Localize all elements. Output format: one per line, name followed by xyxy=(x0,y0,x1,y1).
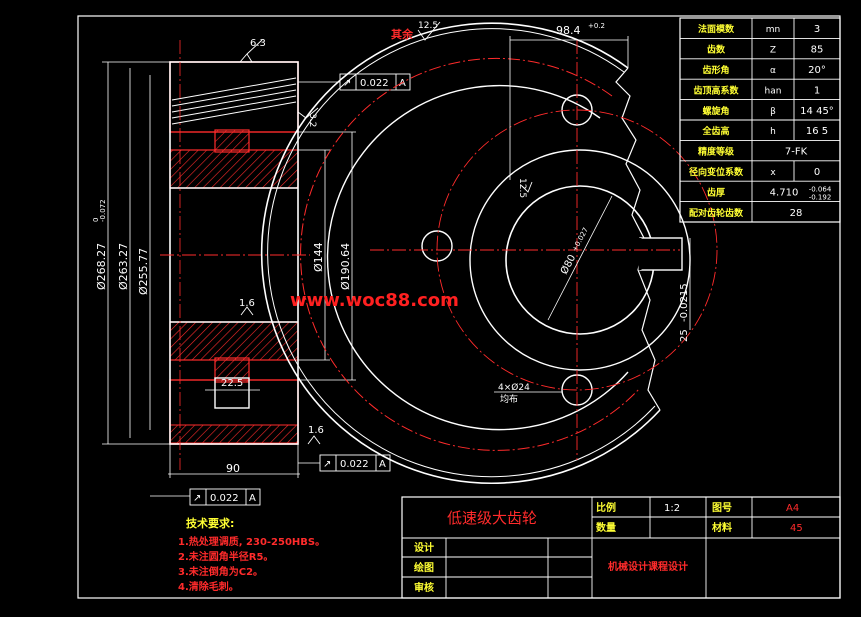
tol3-datum: A xyxy=(249,493,256,504)
param-symbol: β xyxy=(770,107,776,117)
material-value: 45 xyxy=(790,523,803,534)
param-name: 径向变位系数 xyxy=(689,166,744,178)
param-name: 精度等级 xyxy=(698,146,735,158)
param-value: 3 xyxy=(814,24,820,35)
tol1-value: 0.022 xyxy=(360,78,389,89)
roughness-bottom: 1.6 xyxy=(308,425,324,436)
param-symbol: x xyxy=(770,168,776,178)
dim-tip-tol-top: 0 xyxy=(92,218,100,222)
param-symbol: h xyxy=(770,127,776,137)
design-label: 设计 xyxy=(414,541,434,554)
scale-value: 1:2 xyxy=(664,503,680,514)
review-label: 审核 xyxy=(414,581,434,594)
param-name: 螺旋角 xyxy=(702,105,729,117)
dim-hub-diameter: Ø144 xyxy=(312,242,325,272)
param-value: 85 xyxy=(811,45,824,56)
tol3-value: 0.022 xyxy=(210,493,239,504)
param-value: 0 xyxy=(814,167,820,178)
dim-tip-diameter: Ø268.27 xyxy=(95,243,108,290)
tol2-symbol: ↗ xyxy=(323,459,331,470)
tech-req-item-4: 4.清除毛刺。 xyxy=(178,580,239,593)
tol3-symbol: ↗ xyxy=(193,493,201,504)
remainder-label: 其余 xyxy=(391,27,414,41)
param-name: 全齿高 xyxy=(701,125,729,137)
tolerance-frame-3: ↗ 0.022 A xyxy=(189,488,261,506)
roughness-top: 6.3 xyxy=(250,38,266,49)
tech-req-item-3: 3.未注倒角为C2。 xyxy=(178,565,263,578)
web-hatch-top xyxy=(169,149,299,189)
param-symbol: han xyxy=(765,86,782,96)
draw-label: 绘图 xyxy=(414,561,434,574)
param-value: 4.710 xyxy=(770,187,799,198)
tech-req-item-1: 1.热处理调质, 230-250HBS。 xyxy=(178,535,325,548)
quantity-label: 数量 xyxy=(596,521,616,534)
param-name: 齿形角 xyxy=(702,64,729,76)
part-name: 低速级大齿轮 xyxy=(447,509,537,527)
tol1-datum: A xyxy=(399,78,406,89)
param-name: 配对齿轮齿数 xyxy=(689,207,744,219)
param-symbol: α xyxy=(770,66,776,76)
param-name: 齿厚 xyxy=(707,186,725,198)
watermark: www.woc88.com xyxy=(290,290,459,311)
param-tol-bot: -0.192 xyxy=(809,193,832,201)
tech-requirements: 技术要求: 1.热处理调质, 230-250HBS。 2.未注圆角半径R5。 3… xyxy=(178,516,325,593)
dim-root-diameter: Ø255.77 xyxy=(137,248,150,295)
param-value: 20° xyxy=(808,65,826,76)
dim-keyway-width: 22.5 xyxy=(221,378,243,389)
drawing-no-value: A4 xyxy=(786,503,799,514)
dim-tip-tol-bot: -0.072 xyxy=(99,199,107,222)
material-label: 材料 xyxy=(712,521,732,534)
param-value: 28 xyxy=(790,208,803,219)
tol1-symbol: ↗ xyxy=(343,78,351,89)
side-view: Ø268.27 0 -0.072 Ø263.27 Ø255.77 Ø144 Ø1… xyxy=(92,38,411,506)
roughness-web: 1.6 xyxy=(239,298,255,309)
holes-note: 均布 xyxy=(500,393,518,405)
bore-dim: Ø80 xyxy=(558,253,578,277)
holes-dim: 4×Ø24 xyxy=(498,382,530,393)
param-symbol: mn xyxy=(766,25,780,35)
bore-tol: +0.027 xyxy=(571,226,590,253)
param-name: 齿数 xyxy=(707,44,726,56)
scale-label: 比例 xyxy=(596,501,616,514)
bore-roughness: 12.5 xyxy=(517,178,527,198)
dim-web-diameter: Ø190.64 xyxy=(339,243,352,290)
param-name: 齿顶高系数 xyxy=(693,84,739,96)
drawing-no-label: 图号 xyxy=(712,502,732,514)
tech-req-title: 技术要求: xyxy=(186,516,234,530)
param-value: 14 45° xyxy=(800,106,834,117)
tolerance-frame-1: ↗ 0.022 A xyxy=(339,73,411,91)
key-tol: -0.0215 xyxy=(679,283,690,322)
tech-req-item-2: 2.未注圆角半径R5。 xyxy=(178,550,273,563)
tol2-datum: A xyxy=(379,459,386,470)
dim-width: 90 xyxy=(226,462,240,475)
param-name: 法面模数 xyxy=(698,23,735,35)
key-dim: 25 xyxy=(679,329,690,342)
param-value: 7-FK xyxy=(785,147,808,158)
param-tol-top: -0.064 xyxy=(809,185,832,193)
front-width-dim: 98.4 xyxy=(556,24,581,37)
dim-pitch-diameter: Ø263.27 xyxy=(117,243,130,290)
tol2-value: 0.022 xyxy=(340,459,369,470)
tolerance-frame-2: ↗ 0.022 A xyxy=(319,454,391,472)
param-symbol: Z xyxy=(770,46,776,56)
roughness-right: 3.2 xyxy=(307,113,317,127)
param-table: 法面模数 mn 3 齿数 Z 85 齿形角 α 20° 齿顶高系数 han 1 螺旋角 β 14 45° 全齿… xyxy=(679,17,841,223)
front-width-tol: +0.2 xyxy=(588,22,605,30)
param-value: 16 5 xyxy=(806,126,828,137)
title-block: 低速级大齿轮 比例 1:2 图号 A4 数量 材料 45 设计 绘图 审核 机械… xyxy=(401,496,841,599)
param-value: 1 xyxy=(814,85,820,96)
remainder-roughness: 12.5 xyxy=(418,21,438,31)
front-view: 98.4 +0.2 Ø80 +0.027 25 -0.0215 4×Ø24 均布… xyxy=(260,21,718,485)
project-name: 机械设计课程设计 xyxy=(608,560,688,573)
